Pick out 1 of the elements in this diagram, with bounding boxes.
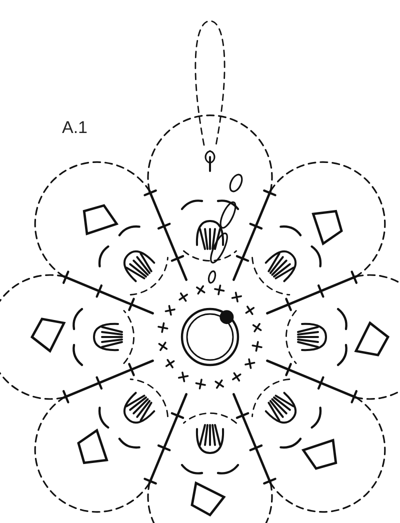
chart-label: A.1: [62, 118, 88, 138]
